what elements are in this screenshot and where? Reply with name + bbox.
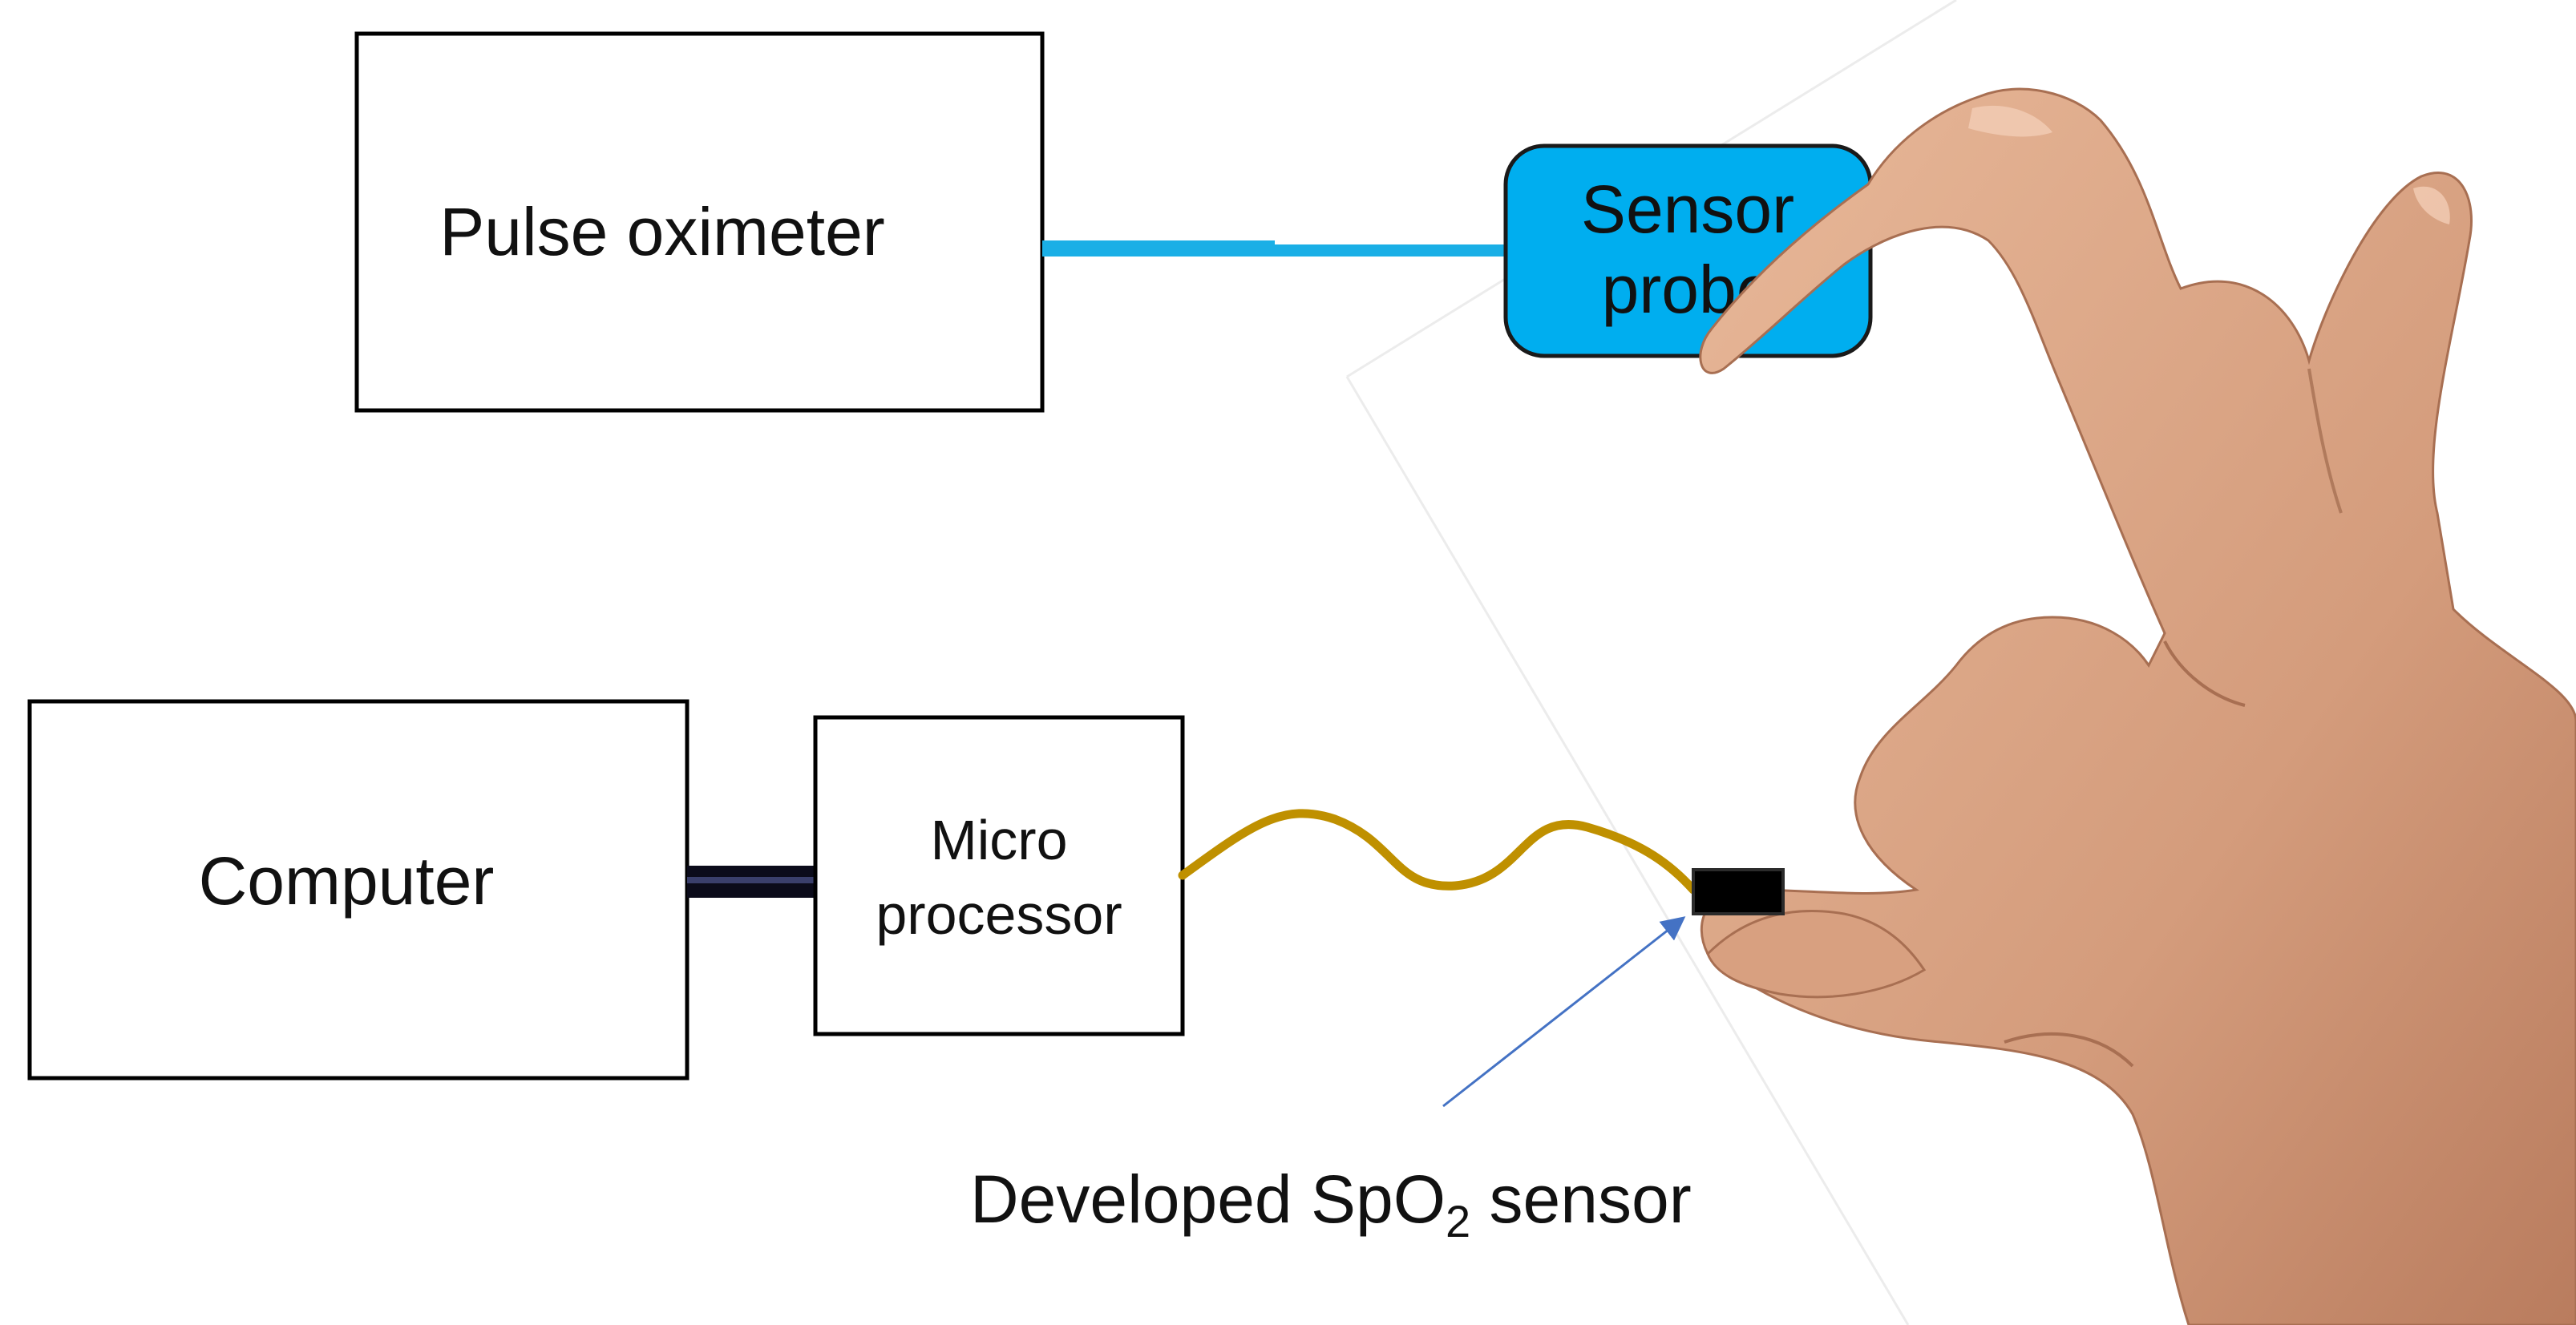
microprocessor-label-line2: processor [876,883,1122,946]
sensor-probe-label-line1: Sensor [1581,172,1794,247]
sensor-wire [1178,809,1698,895]
microprocessor-label-line1: Micro [930,809,1067,871]
microprocessor-block: Micro processor [813,715,1185,1036]
computer-block: Computer [27,699,689,1081]
annotation-arrow [1442,916,1686,1108]
developed-sensor-label-prefix: Developed SpO [970,1161,1446,1237]
hand-illustration [1699,87,2576,1325]
pulse-oximeter-block: Pulse oximeter [354,31,1045,413]
usb-cable [687,866,815,898]
pulse-oximeter-label: Pulse oximeter [439,194,885,269]
developed-sensor-label: Developed SpO2 sensor [970,1161,1692,1246]
sensor-chip [1692,868,1785,915]
background-line [1345,376,1910,1325]
probe-cable [1042,240,1507,257]
computer-label: Computer [199,843,495,919]
developed-sensor-label-subscript: 2 [1446,1196,1470,1246]
developed-sensor-label-suffix: sensor [1470,1161,1691,1237]
